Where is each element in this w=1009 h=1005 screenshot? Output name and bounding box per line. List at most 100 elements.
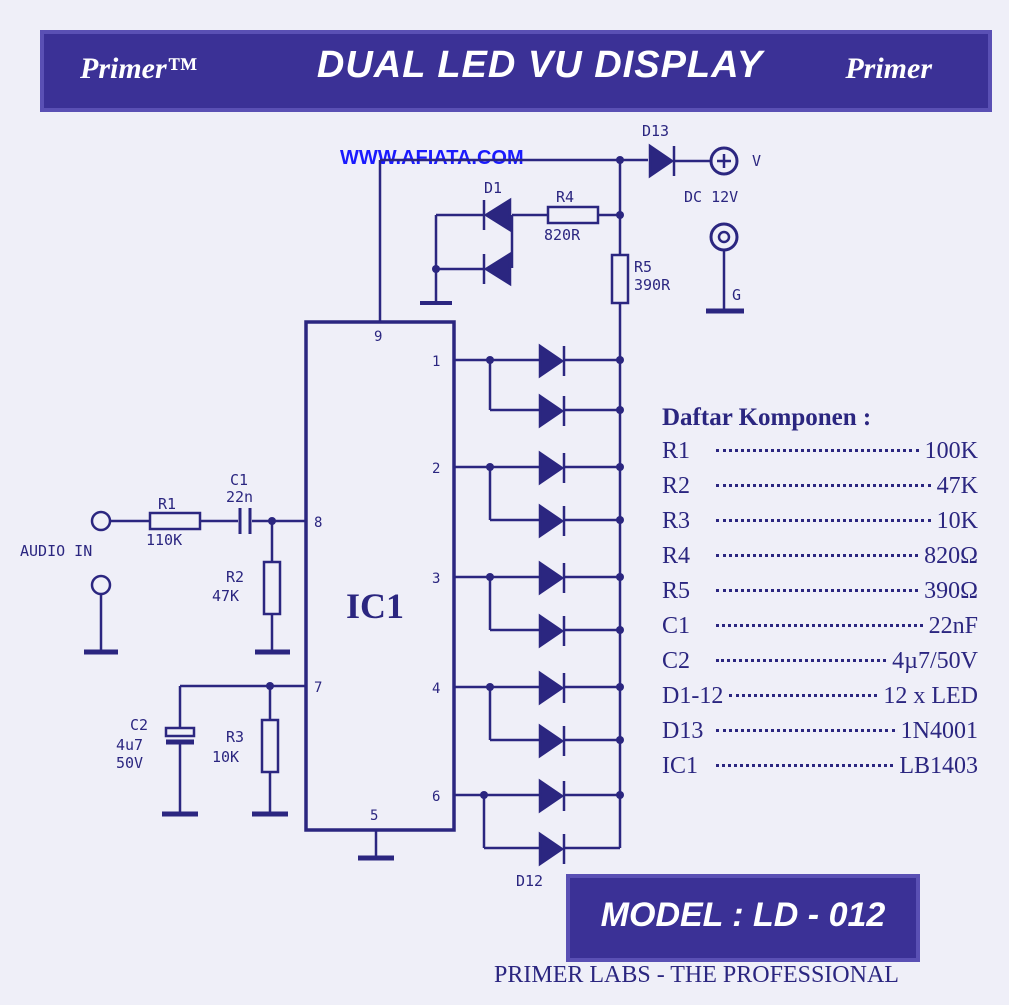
part-ref: R2 [662,473,691,499]
model-badge: MODEL : LD - 012 [566,874,920,962]
part-row: D13 1N4001 [662,718,978,753]
part-row: R3 10K [662,508,978,543]
dc-label: DC 12V [684,188,738,206]
part-ref: R3 [662,508,691,534]
r5-label: R5 [634,258,652,276]
d2-led [483,251,512,287]
part-ref: D1-12 [662,683,724,709]
diagram-title: DUAL LED VU DISPLAY [316,44,764,86]
leader-dots [716,519,931,522]
c2-value-2: 50V [116,754,143,772]
r3-value: 10K [212,748,239,766]
pin-4: 4 [432,681,440,697]
brand-logo-right: Primer [845,52,932,85]
part-value: 820Ω [924,543,978,569]
r2-value: 47K [212,587,239,605]
part-ref: C1 [662,613,691,639]
c2-value-1: 4u7 [116,736,143,754]
d12-label: D12 [516,872,543,890]
leader-dots [716,449,919,452]
parts-list-title: Daftar Komponen : [662,404,872,431]
part-value: 12 x LED [883,683,978,709]
part-ref: D13 [662,718,704,744]
brand-logo-left: Primer™ [80,52,197,85]
part-ref: R1 [662,438,691,464]
v-terminal [709,146,739,176]
leader-dots [729,694,878,697]
r5-value: 390R [634,276,671,294]
part-ref: C2 [662,648,691,674]
leader-dots [716,624,923,627]
part-row: C1 22nF [662,613,978,648]
pin-3: 3 [432,571,440,587]
d13-diode [648,143,675,179]
v-label: V [752,152,761,170]
pin-5: 5 [370,808,378,824]
part-value: 4µ7/50V [892,648,978,674]
d13-label: D13 [642,122,669,140]
part-value: 10K [936,508,978,534]
r3-resistor [260,718,280,774]
r1-resistor [148,511,202,531]
r4-resistor [546,205,600,225]
r4-value: 820R [544,226,581,244]
ic1-label: IC1 [346,586,404,626]
part-ref: R4 [662,543,691,569]
part-row: R4 820Ω [662,543,978,578]
g-terminal [709,222,739,252]
footer-tagline: PRIMER LABS - THE PROFESSIONAL [494,962,899,988]
part-ref: R5 [662,578,691,604]
c1-value: 22n [226,488,253,506]
c2-label: C2 [130,716,148,734]
part-row: R1 100K [662,438,978,473]
title-banner: Primer™ DUAL LED VU DISPLAY Primer [40,30,992,112]
model-text: MODEL : LD - 012 [600,896,886,934]
d1-label: D1 [484,179,502,197]
led-pair-4 [454,670,620,759]
pin-2: 2 [432,461,440,477]
part-value: LB1403 [899,753,978,779]
part-value: 47K [936,473,978,499]
leader-dots [716,764,894,767]
part-ref: IC1 [662,753,698,779]
r2-resistor [262,560,282,616]
part-value: 1N4001 [900,718,978,744]
audio-in-label: AUDIO IN [20,542,92,560]
c1-label: C1 [230,471,248,489]
pin-1: 1 [432,354,440,370]
part-value: 390Ω [924,578,978,604]
pin-7: 7 [314,680,322,696]
r2-label: R2 [226,568,244,586]
part-row: C2 4µ7/50V [662,648,978,683]
parts-list: R1 100K R2 47K R3 10K R4 820Ω R5 390Ω C1 22nF C2 4µ7/… [662,438,978,788]
pin-9: 9 [374,329,382,345]
led-pair-5 [454,778,620,867]
audio-gnd-jack [90,574,112,596]
audio-in-jack [90,510,112,532]
leader-dots [716,659,887,662]
r1-label: R1 [158,495,176,513]
r3-label: R3 [226,728,244,746]
part-row: R2 47K [662,473,978,508]
pin-8: 8 [314,515,322,531]
d1-led [483,197,512,233]
pin-6: 6 [432,789,440,805]
part-row: IC1 LB1403 [662,753,978,788]
g-label: G [732,286,741,304]
leader-dots [716,729,895,732]
led-pair-2 [454,450,620,539]
r4-label: R4 [556,188,574,206]
led-pair-1 [454,343,620,429]
leader-dots [716,589,919,592]
r5-resistor [610,253,630,305]
part-value: 100K [924,438,978,464]
leader-dots [716,484,931,487]
leader-dots [716,554,919,557]
part-row: D1-12 12 x LED [662,683,978,718]
website-link[interactable]: WWW.AFIATA.COM [340,147,524,169]
part-row: R5 390Ω [662,578,978,613]
c2-capacitor [164,726,196,738]
r1-value: 110K [146,531,182,549]
part-value: 22nF [928,613,978,639]
